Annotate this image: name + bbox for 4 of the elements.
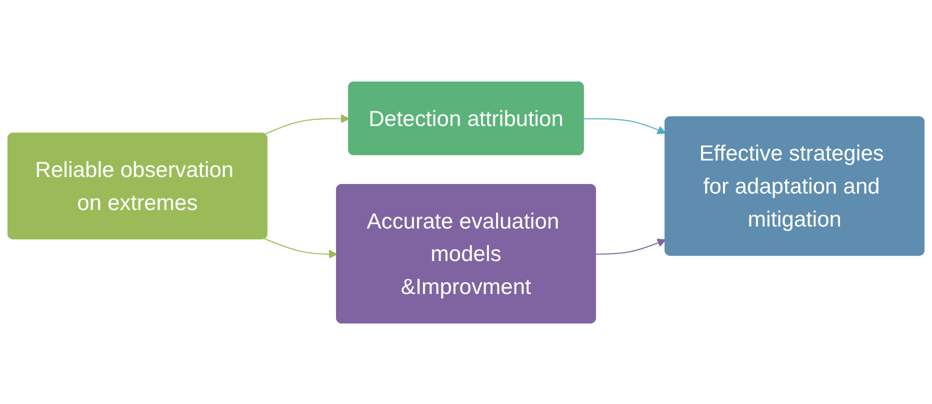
arrow (583, 118, 666, 134)
arrow (264, 238, 338, 258)
arrow (264, 114, 350, 134)
arrow (595, 238, 666, 254)
